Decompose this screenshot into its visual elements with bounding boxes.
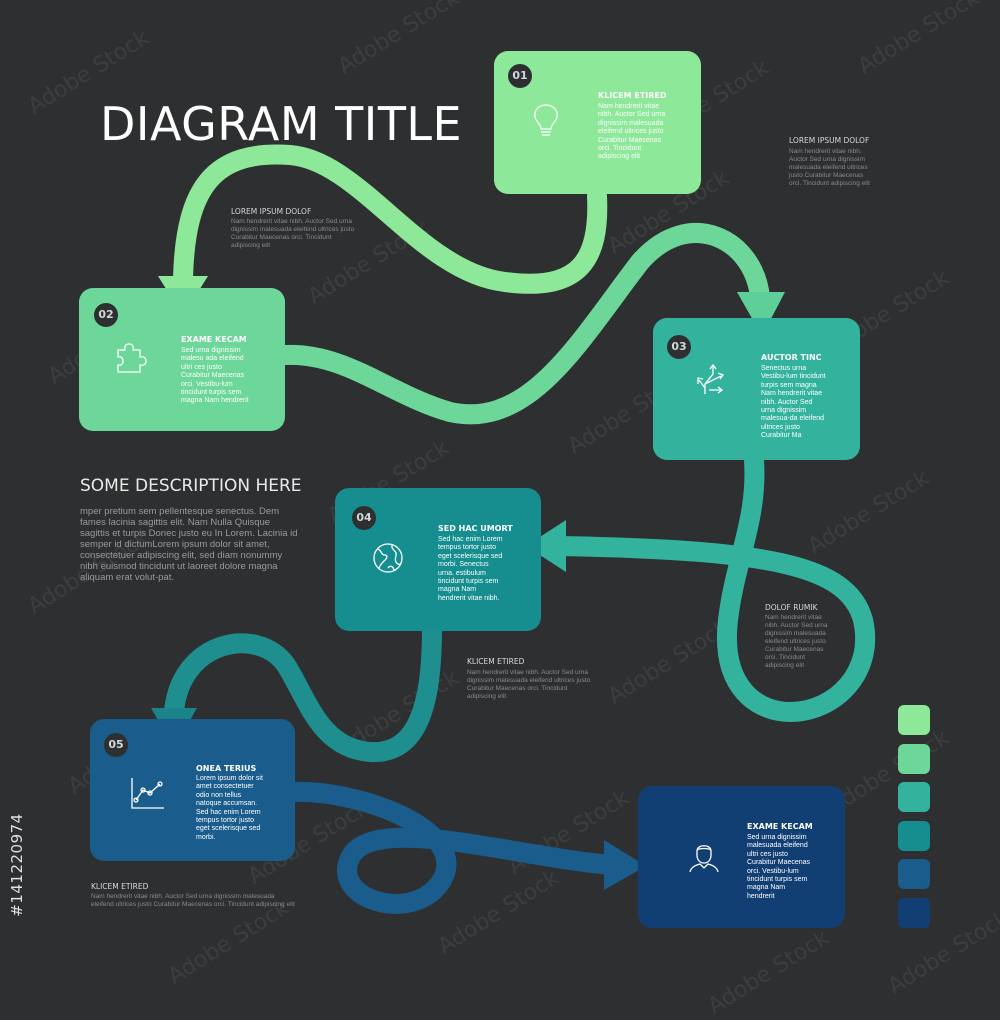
note-text: Nam hendrerit vitae nibh. Auctor Sed urn…	[765, 614, 828, 669]
globe-icon	[373, 543, 403, 573]
description-body: mper pretium sem pellentesque senectus. …	[80, 506, 298, 583]
arrows-split-icon	[697, 363, 725, 394]
line-chart-icon	[131, 778, 164, 809]
step-title: AUCTOR TINC	[761, 353, 822, 362]
note-text: Nam hendrerit vitae nibh. Auctor Sed urn…	[789, 148, 870, 187]
note-text: Nam hendrerit vitae nibh. Auctor Sed urn…	[91, 893, 295, 908]
palette-swatch	[898, 782, 930, 812]
step-card-02: 02 EXAME KECAM Sed urna dignissim malesu…	[79, 288, 285, 431]
palette-swatch	[898, 859, 930, 889]
connector-1-2	[173, 144, 608, 294]
step-number: 05	[104, 733, 128, 757]
palette-swatch	[898, 743, 930, 774]
step-card-04: 04 SED HAC UMORT Sed hac enim Lorem temp…	[335, 488, 541, 631]
step-number	[654, 802, 678, 826]
connector-4-5	[164, 618, 442, 763]
step-number: 04	[352, 506, 376, 530]
step-text: Sed urna dignissim malesu ada eleifend u…	[181, 347, 249, 405]
step-text: Senectus urna Vestibu-lum tincidunt turp…	[761, 365, 826, 440]
diagram-title: DIAGRAM TITLE	[100, 96, 463, 151]
note-title: DOLOF RUMIK	[765, 603, 818, 612]
arrowhead-step-04	[526, 520, 566, 572]
palette-swatch	[898, 820, 930, 851]
connector-3-4	[550, 450, 876, 722]
stock-id-text: #141220974	[8, 813, 26, 917]
step-card-06: EXAME KECAM Sed urna dignissim malesuada…	[638, 786, 845, 928]
step-title: KLICEM ETIRED	[598, 91, 667, 100]
note-title: KLICEM ETIRED	[467, 657, 525, 666]
step-title: SED HAC UMORT	[438, 524, 513, 533]
palette-swatch	[898, 897, 930, 928]
puzzle-icon	[117, 343, 147, 373]
note-title: LOREM IPSUM DOLOF	[789, 136, 870, 145]
connector-2-3	[275, 223, 770, 425]
user-icon	[689, 845, 719, 873]
note-title: LOREM IPSUM DOLOF	[231, 207, 312, 216]
note-title: KLICEM ETIRED	[91, 882, 149, 891]
step-card-05: 05 ONEA TERIUS Lorem ipsum dolor sit ame…	[90, 719, 295, 861]
arrowhead-step-06	[604, 840, 646, 890]
step-title: ONEA TERIUS	[196, 764, 257, 773]
step-card-03: 03 AUCTOR TINC Senectus urna Vestibu-lum…	[653, 318, 860, 460]
step-text: Sed hac enim Lorem tempus tortor justo e…	[438, 536, 503, 602]
lightbulb-icon	[534, 104, 558, 136]
step-card-01: 01 KLICEM ETIRED Nam hendrerit vitae nib…	[494, 51, 701, 194]
note-text: Nam hendrerit vitae nibh. Auctor Sed urn…	[467, 669, 591, 700]
stock-id: #141220974	[2, 740, 32, 990]
step-number: 03	[667, 335, 691, 359]
step-number: 02	[94, 303, 118, 327]
step-number: 01	[508, 64, 532, 88]
palette-swatch	[898, 705, 930, 735]
description-heading: SOME DESCRIPTION HERE	[80, 476, 302, 496]
step-title: EXAME KECAM	[181, 335, 247, 344]
step-text: Sed urna dignissim malesuada eleifend ul…	[747, 834, 811, 900]
step-text: Nam hendrerit vitae nibh. Auctor Sed urn…	[598, 103, 666, 161]
note-text: Nam hendrerit vitae nibh. Auctor Sed urn…	[231, 218, 355, 249]
arrowhead-step-03	[737, 292, 785, 336]
connector-5-6	[284, 781, 622, 914]
step-title: EXAME KECAM	[747, 822, 813, 831]
step-text: Lorem ipsum dolor sit amet consectetuer …	[196, 775, 263, 841]
